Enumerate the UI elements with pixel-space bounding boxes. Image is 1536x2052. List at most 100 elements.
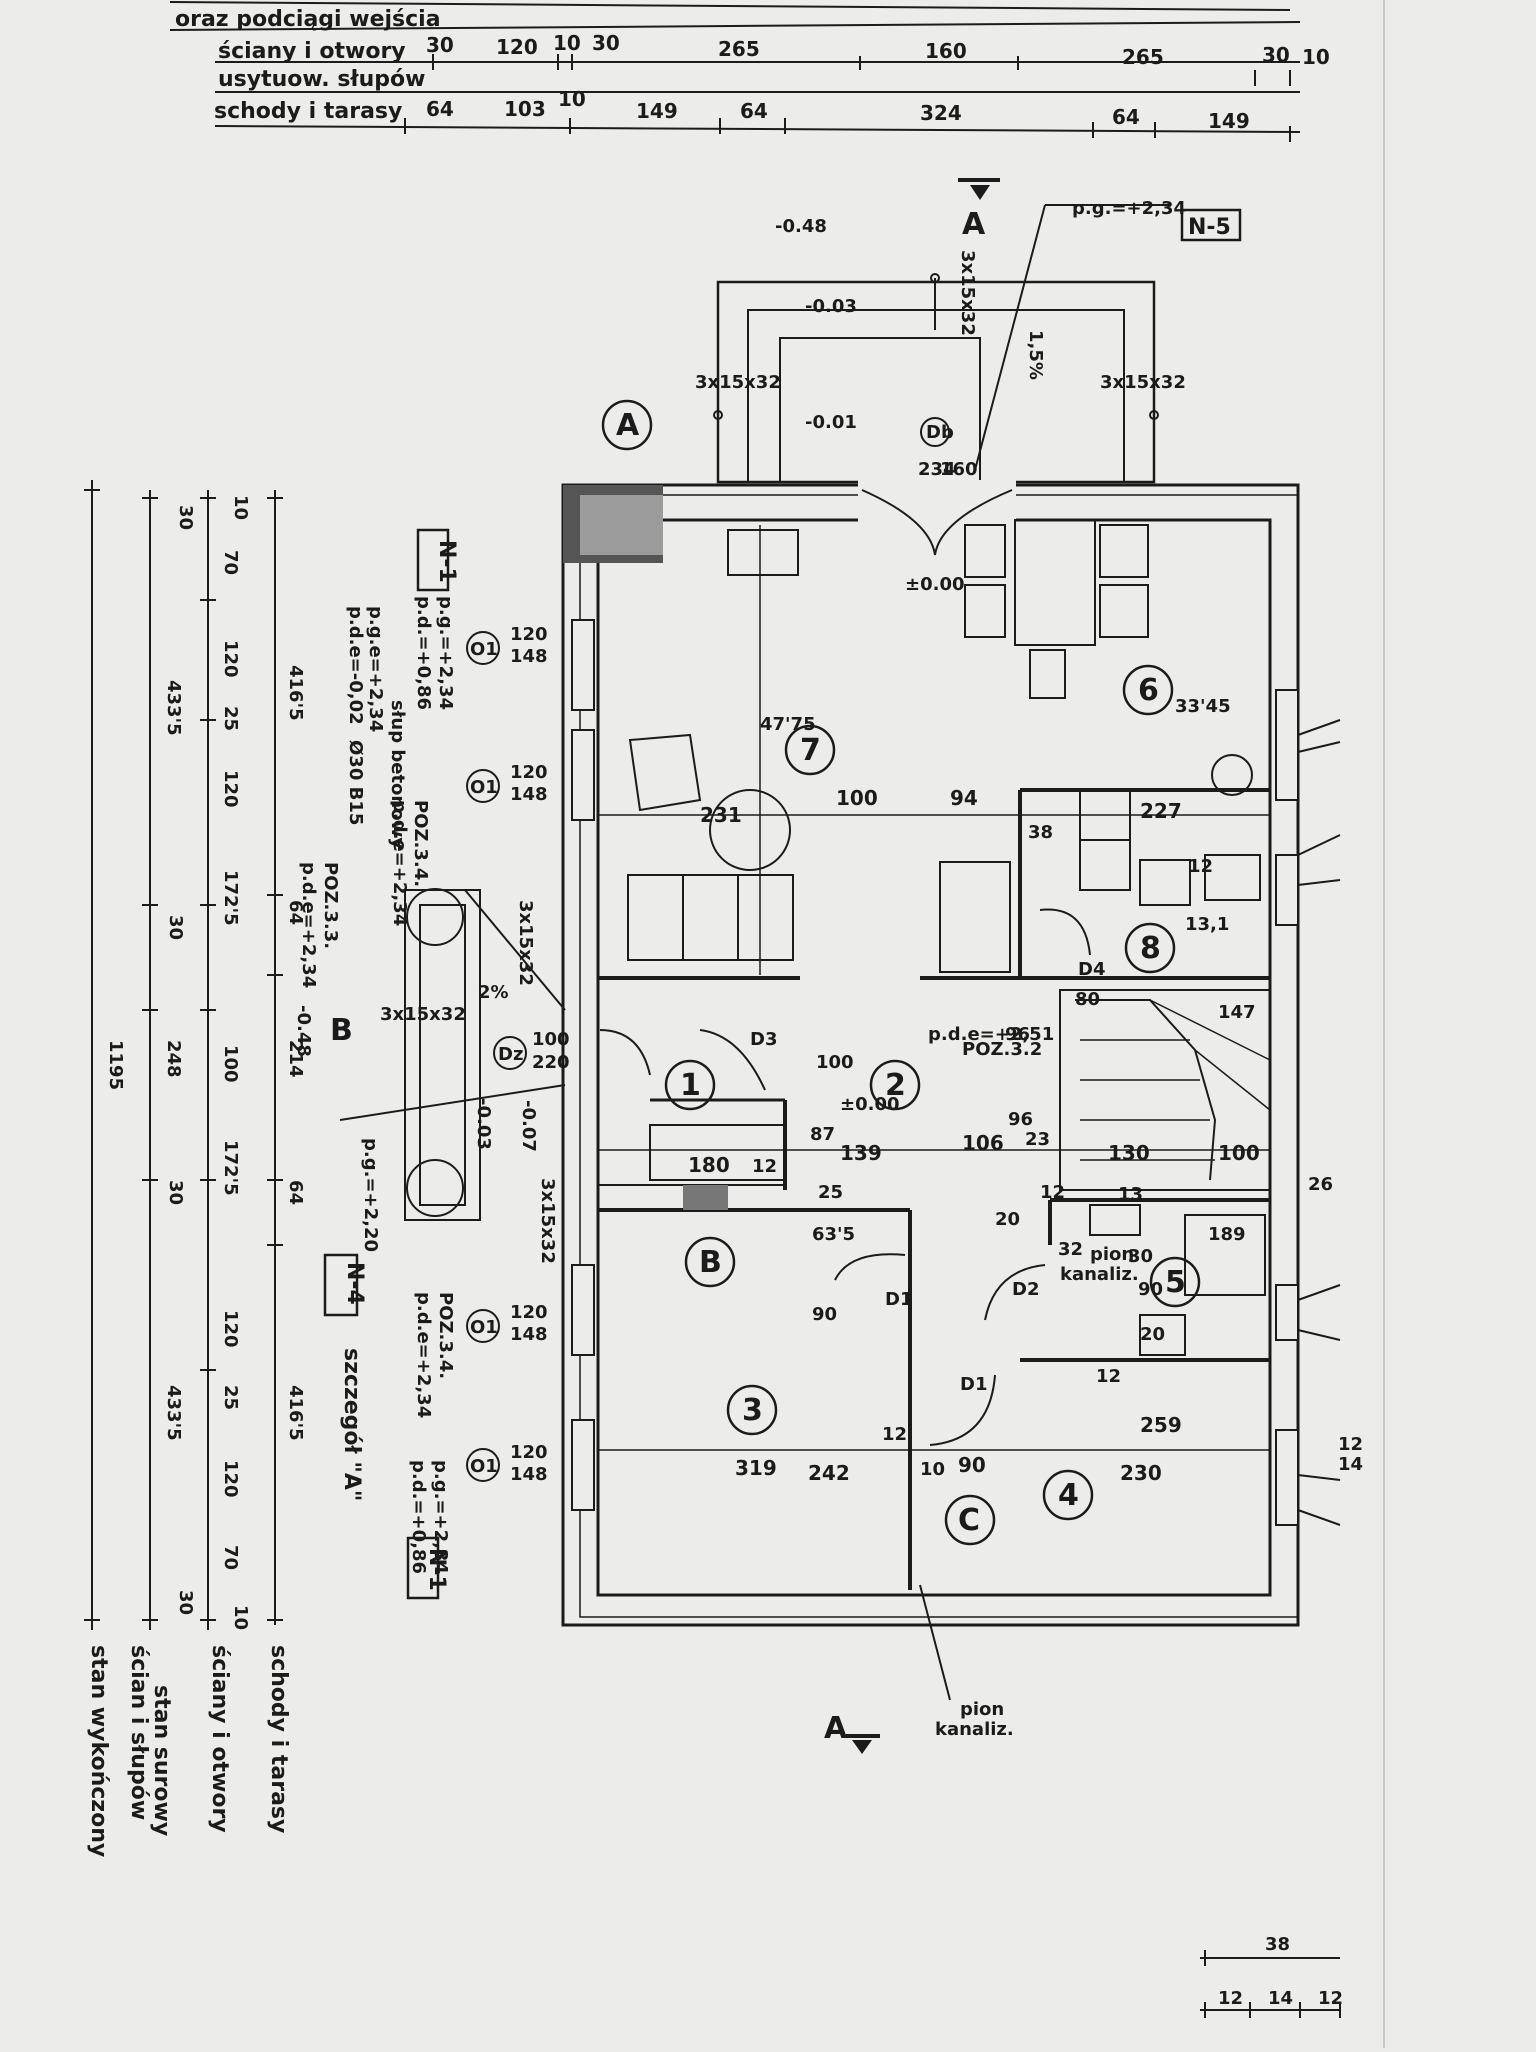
detail-a-label: szczegół "A" <box>339 1348 364 1501</box>
dim-180: 180 <box>688 1153 730 1177</box>
side-stairs-dim-3: 3x15x32 <box>537 1178 558 1264</box>
door-d4: D4 <box>1078 959 1105 980</box>
dim-26: 26 <box>1308 1174 1333 1195</box>
ldim-25a: 25 <box>220 706 241 731</box>
dim-242: 242 <box>808 1461 850 1485</box>
ldim-64a: 64 <box>285 900 306 925</box>
side-terrace <box>339 889 566 1221</box>
dim-30-bath: 30 <box>1128 1246 1153 1267</box>
legend-part-2: 14 <box>1268 1988 1293 2009</box>
window-o1-top: O1 120 148 O1 120 148 O1 120 148 O1 120 … <box>466 624 548 1485</box>
room-markers: 1 2 3 4 5 6 7 8 <box>664 664 1201 1521</box>
pd-086-bottom: p.d.=+0,86 <box>408 1460 429 1574</box>
building-walls <box>561 480 1300 1627</box>
n1-label-bottom: N-1 <box>424 1548 449 1591</box>
pg-234-bottom: p.g.=+2,34 <box>430 1460 451 1574</box>
pde-251: p.d.e=+2,51 <box>928 1024 1054 1045</box>
level-minus-048-side: -0.48 <box>293 1005 314 1057</box>
dim-25: 25 <box>818 1182 843 1203</box>
ldim-214: 214 <box>285 1040 306 1078</box>
dim-96a: 96 <box>1005 1024 1030 1045</box>
room-3-number: 3 <box>742 1393 763 1428</box>
dim-147: 147 <box>1218 1002 1256 1023</box>
furniture <box>406 519 1266 1356</box>
ldim-label-walls: ściany i otwory <box>207 1645 232 1833</box>
window-o1-tag-3: O1 <box>470 1317 498 1338</box>
dim-139: 139 <box>840 1141 882 1165</box>
entry-stairs-right-dim: 3x15x32 <box>1100 372 1186 393</box>
dz-width: 100 <box>532 1029 570 1050</box>
n1-tag-top <box>416 528 450 592</box>
ldim-label-raw: stan surowy <box>149 1685 174 1836</box>
dim-20-bath-b: 20 <box>995 1209 1020 1230</box>
legend-total: 38 <box>1265 1934 1290 1955</box>
dim-259: 259 <box>1140 1413 1182 1437</box>
room-5-number: 5 <box>1165 1265 1186 1300</box>
kanaliz-label: kanaliz. <box>1060 1264 1139 1285</box>
level-minus-048: -0.48 <box>775 216 827 237</box>
axis-a-label: A <box>616 408 640 443</box>
section-a-bottom-label: A <box>824 1711 848 1746</box>
top-dims-row1-label: ściany i otwory <box>218 39 406 64</box>
dim-63-5: 63'5 <box>812 1224 855 1245</box>
ldim-120d: 120 <box>220 1460 241 1498</box>
dim-230: 230 <box>1120 1461 1162 1485</box>
ldim-10b: 10 <box>230 1605 251 1630</box>
door-d2: D2 <box>1012 1279 1039 1300</box>
n1-tag-bottom <box>406 1536 440 1600</box>
ldim-433-5a: 433'5 <box>163 680 184 736</box>
ldim-120a: 120 <box>220 640 241 678</box>
room-4-number: 4 <box>1058 1478 1079 1513</box>
dim-189: 189 <box>1208 1224 1246 1245</box>
window-o1-tag-4: O1 <box>470 1456 498 1477</box>
ldim-30c: 30 <box>165 1180 186 1205</box>
dim-20-bath: 20 <box>1140 1324 1165 1345</box>
dim-38: 38 <box>1028 822 1053 843</box>
ldim-label-columns: ścian i słupów <box>126 1645 151 1820</box>
ldim-416-5a: 416'5 <box>285 665 306 721</box>
concrete-column-label: słup betonowy <box>387 700 408 849</box>
ldim-416-5b: 416'5 <box>285 1385 306 1441</box>
slope-15: 1,5% <box>1025 330 1046 380</box>
pion-label-2: pion <box>960 1699 1004 1720</box>
kanaliz-label-2: kanaliz. <box>935 1719 1014 1740</box>
ldim-30: 30 <box>175 505 196 530</box>
pion-label: pion <box>1090 1244 1134 1265</box>
top-dim-265a: 265 <box>718 37 760 61</box>
dim-13-1: 13,1 <box>1185 914 1229 935</box>
room-6-number: 6 <box>1138 673 1159 708</box>
left-annotations: O1 120 148 O1 120 148 O1 120 148 O1 120 … <box>293 528 570 1600</box>
o1-width-1: 120 <box>510 624 548 645</box>
ldim-label-finished: stan wykończony <box>86 1645 111 1857</box>
pde-234-mid: p.d.e=+2,34 <box>298 862 319 988</box>
dim-12-hall: 12 <box>752 1156 777 1177</box>
dim-90-bath: 90 <box>1138 1279 1163 1300</box>
ldim-30d: 30 <box>175 1590 196 1615</box>
door-db-tag: Db <box>926 422 954 443</box>
level-000-hall: ±0.00 <box>840 1094 900 1115</box>
dim-90: 90 <box>812 1304 837 1325</box>
pge-234: p.g.e=+2,34 <box>365 606 386 732</box>
dim-130: 130 <box>1108 1141 1150 1165</box>
dim-319: 319 <box>735 1456 777 1480</box>
ldim-64b: 64 <box>285 1180 306 1205</box>
room-8-number: 8 <box>1140 931 1161 966</box>
top-dims-row3-label: schody i tarasy <box>214 99 402 124</box>
dim-d3-100: 100 <box>816 1052 854 1073</box>
top-dim-103: 103 <box>504 97 546 121</box>
scale-legend: 38 12 14 12 <box>1200 1934 1343 2018</box>
ldim-70b: 70 <box>220 1545 241 1570</box>
interior-annotations: 160 234 Db ±0.00 47'75 231 100 94 33'45 … <box>598 417 1333 1740</box>
level-minus-007: -0.07 <box>518 1100 539 1152</box>
poz-3-4-top: POZ.3.4. <box>410 800 431 887</box>
dim-94: 94 <box>950 786 978 810</box>
top-dim-10b: 10 <box>1302 45 1330 69</box>
left-dimension-runs: 10 30 70 120 25 120 172'5 30 100 172'5 3… <box>84 480 306 1857</box>
n4-label: N-4 <box>342 1262 367 1305</box>
ldim-433-5b: 433'5 <box>163 1385 184 1441</box>
ldim-100: 100 <box>220 1045 241 1083</box>
section-mark-bottom: A <box>824 1711 880 1754</box>
top-dim-64c: 64 <box>1112 105 1140 129</box>
entry-stairs-left-dim: 3x15x32 <box>695 372 781 393</box>
